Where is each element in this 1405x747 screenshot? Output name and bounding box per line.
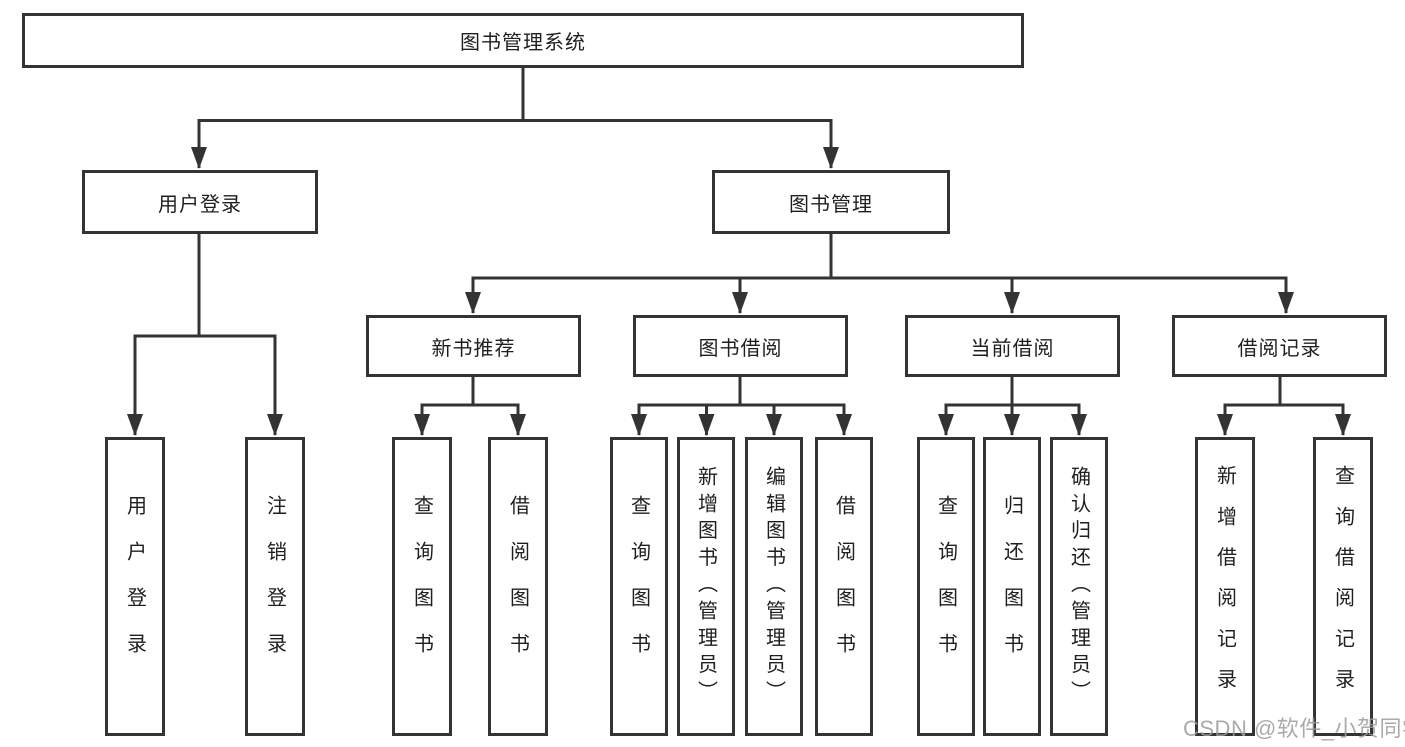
leaf-bb-borrow-book: 借阅图书 bbox=[815, 437, 873, 736]
leaf-cb-return-book: 归还图书 bbox=[983, 437, 1041, 736]
leaf-cb-query-book: 查询图书 bbox=[917, 437, 975, 736]
node-book-borrow: 图书借阅 bbox=[633, 315, 848, 377]
leaf-br-add-record: 新增借阅记录 bbox=[1195, 437, 1255, 736]
node-user-login: 用户登录 bbox=[82, 170, 318, 234]
csdn-watermark: CSDN @软件_小贺同学 bbox=[1183, 716, 1405, 741]
leaf-bb-query-book: 查询图书 bbox=[610, 437, 668, 736]
leaf-logout: 注销登录 bbox=[245, 437, 305, 736]
node-root: 图书管理系统 bbox=[22, 13, 1024, 68]
leaf-user-login: 用户登录 bbox=[105, 437, 165, 736]
leaf-bb-edit-book: 编辑图书（管理员） bbox=[745, 437, 803, 736]
node-new-book-recommend: 新书推荐 bbox=[366, 315, 581, 377]
leaf-cb-confirm-return: 确认归还（管理员） bbox=[1050, 437, 1108, 736]
node-book-management: 图书管理 bbox=[712, 170, 950, 234]
leaf-br-query-record: 查询借阅记录 bbox=[1313, 437, 1373, 736]
node-current-borrow: 当前借阅 bbox=[905, 315, 1120, 377]
node-borrow-record: 借阅记录 bbox=[1172, 315, 1387, 377]
leaf-nbr-query-book: 查询图书 bbox=[392, 437, 452, 736]
leaf-bb-add-book: 新增图书（管理员） bbox=[677, 437, 735, 736]
leaf-nbr-borrow-book: 借阅图书 bbox=[488, 437, 548, 736]
